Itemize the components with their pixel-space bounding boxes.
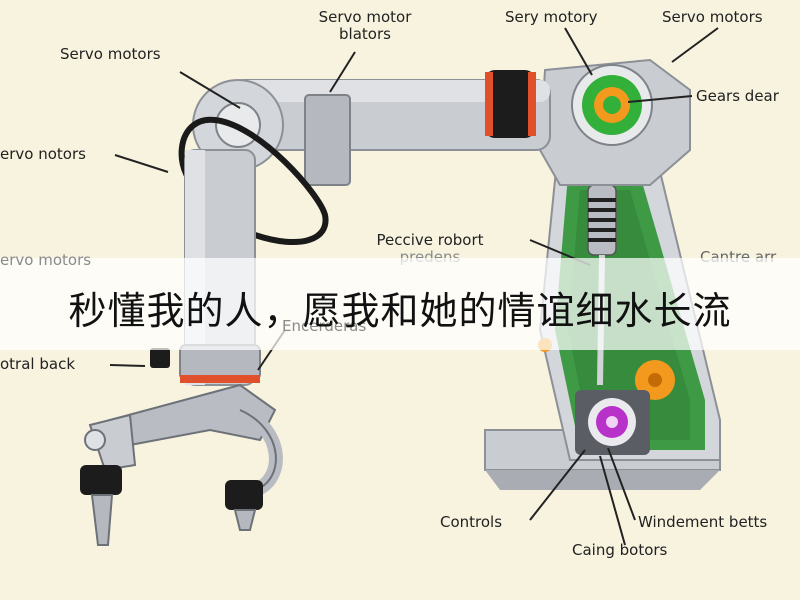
caption-text: 秒懂我的人，愿我和她的情谊细水长流 (68, 289, 732, 333)
gear-housing (538, 58, 691, 186)
leader-lines (109, 27, 719, 546)
label-gears-dear: Gears dear (696, 87, 779, 105)
label-encerderas: Encerderas (282, 317, 367, 335)
label-servo-motors-top-right: Servo motors (662, 8, 763, 26)
label-servo-motor-blators-line1: Servo motor (318, 8, 412, 26)
label-servo-motor-blators: Servo motor blators (300, 8, 430, 44)
label-peccive-robort-line1: Peccive robort (376, 231, 484, 249)
gripper (80, 383, 283, 546)
label-servo-motors-top-left: Servo motors (60, 45, 161, 63)
caption-banner (0, 258, 800, 350)
label-servo-notors: ervo notors (0, 145, 86, 163)
upper-arm (229, 70, 551, 186)
piston-spring (588, 198, 616, 242)
label-servo-motor-blators-line2: blators (339, 25, 391, 44)
label-sery-motory: Sery motory (505, 8, 598, 26)
arm-cable (178, 116, 329, 245)
label-windement-betts: Windement betts (638, 513, 768, 531)
label-caing-botors: Caing botors (572, 541, 668, 559)
label-servo-motors-left: ervo motors (0, 251, 92, 269)
label-rotral-back: otral back (0, 355, 75, 373)
label-controls: Controls (440, 513, 503, 531)
